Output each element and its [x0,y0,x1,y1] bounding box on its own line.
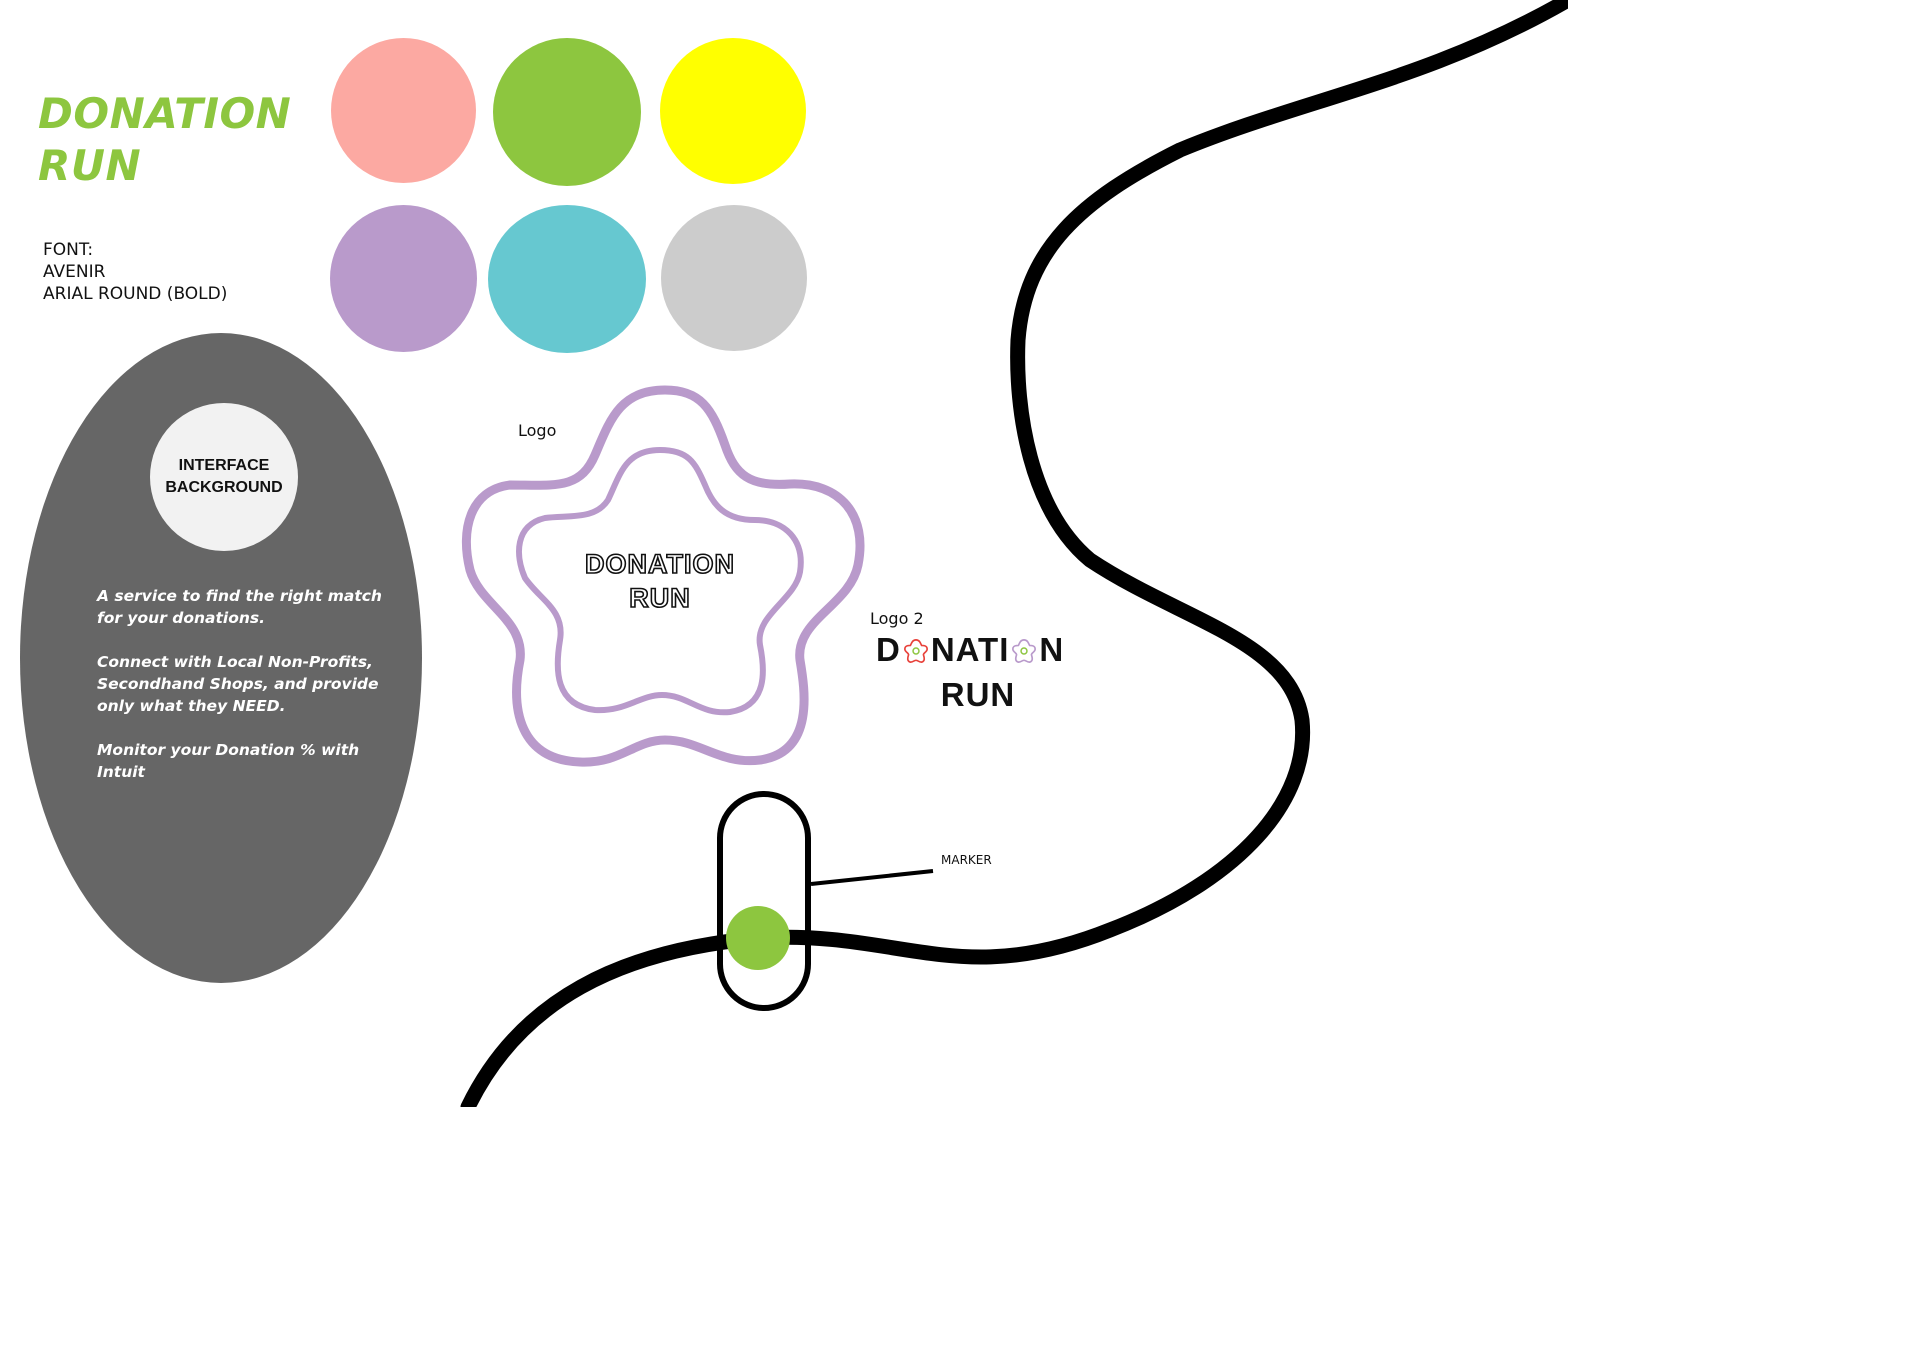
logo2-label: Logo 2 [870,609,924,628]
marker-dot [726,906,790,970]
description-paragraph: Monitor your Donation % with Intuit [97,741,360,781]
logo2-wordmark-line1: D NATI N [876,630,1064,670]
logo1-line1: DONATION [584,548,735,580]
logo1-line2: RUN [628,582,691,614]
flower-inner-petals [516,446,804,716]
marker-label: MARKER [941,853,992,867]
logo2-wordmark-line2: RUN [940,676,1016,713]
brand-title: DONATION RUN [38,88,291,192]
color-swatch-purple [330,205,477,352]
color-swatch-yellow [660,38,806,184]
marker-pill [717,791,811,1011]
logo1-label: Logo [518,421,557,440]
brand-title-line2: RUN [38,141,142,190]
description-paragraph: A service to find the right match for yo… [97,587,382,627]
badge-line1: INTERFACE [178,457,270,474]
interface-background-badge: INTERFACE BACKGROUND [150,403,298,551]
logo2-letter-d: D [876,631,901,668]
logo1-wordmark: DONATION RUN [540,547,780,615]
font-spec-item: AVENIR [43,262,106,282]
flower-logo-outline [461,385,865,767]
font-spec-heading: FONT: [43,240,94,260]
color-swatch-gray [661,205,807,351]
color-swatch-teal [488,205,646,353]
badge-line2: BACKGROUND [165,479,283,496]
route-path-layer [460,0,1568,1107]
flower-outer-petals [461,385,865,767]
purple-flower-o-icon [1012,639,1037,663]
marker-leader-line [810,869,934,886]
description-paragraph: Connect with Local Non-Profits, Secondha… [97,653,379,715]
red-flower-o-icon [903,639,928,663]
font-spec: FONT: AVENIR ARIAL ROUND (BOLD) [43,239,227,305]
logo2-letter-n: N [1039,631,1065,668]
color-swatch-green [493,38,641,186]
design-board: DONATION RUN FONT: AVENIR ARIAL ROUND (B… [20,0,1568,1107]
service-description: A service to find the right match for yo… [97,585,407,805]
logo2-letters-nati: NATI [930,631,1010,668]
brand-title-line1: DONATION [38,89,292,138]
font-spec-item: ARIAL ROUND (BOLD) [43,284,228,304]
color-swatch-pink [331,38,476,183]
